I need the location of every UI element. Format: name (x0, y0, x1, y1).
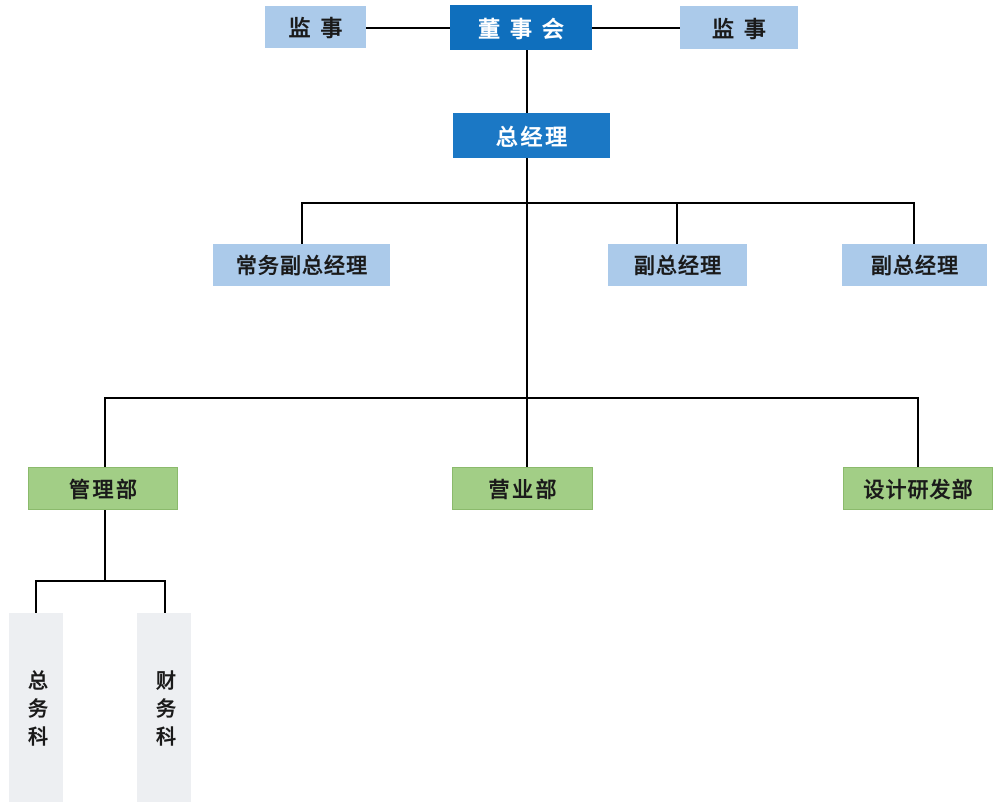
node-general-manager: 总经理 (453, 113, 610, 158)
connector-line (104, 510, 106, 581)
node-supervisor-left: 监事 (265, 6, 366, 48)
node-management-dept: 管理部 (28, 467, 178, 510)
node-board-of-directors: 董事会 (450, 5, 592, 50)
node-design-rd-dept: 设计研发部 (843, 467, 993, 510)
node-deputy-gm-right: 副总经理 (842, 244, 987, 286)
connector-line (913, 202, 915, 244)
connector-line (164, 580, 166, 613)
node-executive-deputy-gm: 常务副总经理 (213, 244, 390, 286)
node-general-affairs-section: 总务科 (9, 613, 63, 802)
connector-line (526, 158, 528, 467)
node-label: 设计研发部 (863, 477, 974, 502)
node-label: 监事 (288, 16, 353, 41)
node-sales-dept: 营业部 (452, 467, 593, 510)
node-label: 监事 (712, 16, 776, 42)
connector-line (676, 202, 678, 244)
connector-line (301, 202, 303, 244)
connector-line (104, 397, 106, 467)
node-label: 营业部 (488, 477, 560, 502)
node-label: 总经理 (495, 124, 570, 150)
node-label: 常务副总经理 (235, 254, 369, 278)
node-deputy-gm-left: 副总经理 (608, 244, 747, 286)
connector-line (526, 50, 528, 113)
connector-line (35, 580, 166, 582)
connector-line (366, 27, 450, 29)
connector-line (592, 27, 680, 29)
connector-line (917, 397, 919, 467)
node-label: 财务科 (152, 669, 175, 754)
node-label: 总务科 (24, 669, 47, 754)
connector-line (35, 580, 37, 613)
connector-line (301, 202, 915, 204)
node-label: 管理部 (68, 477, 140, 502)
node-finance-section: 财务科 (137, 613, 191, 802)
node-label: 副总经理 (633, 254, 723, 278)
node-label: 董事会 (478, 16, 574, 42)
node-label: 副总经理 (870, 254, 960, 278)
node-supervisor-right: 监事 (680, 6, 798, 49)
connector-line (104, 397, 919, 399)
